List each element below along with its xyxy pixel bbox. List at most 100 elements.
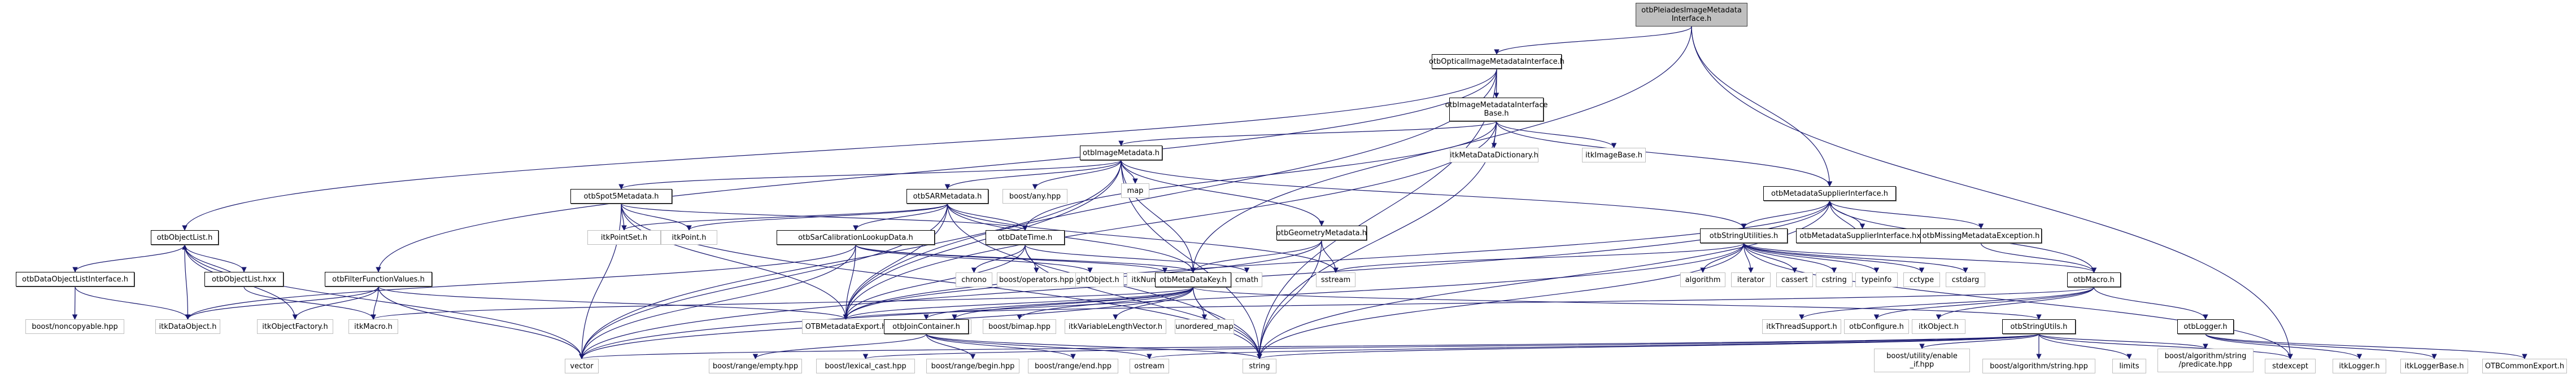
edge-geom-to-mdkey <box>1190 240 1322 273</box>
edge-msi-to-export <box>843 200 1830 320</box>
edge-strutil-to-typeinfo <box>1743 243 1880 273</box>
node-rangeend: boost/range/end.hpp <box>1028 359 1118 373</box>
node-strutils[interactable]: otbStringUtils.h <box>2002 319 2076 334</box>
node-logger[interactable]: otbLogger.h <box>2177 319 2234 334</box>
edge-macro-to-itkobj <box>1936 287 2095 320</box>
edge-datetime-to-chrono <box>971 244 1026 273</box>
node-cctype: cctype <box>1903 272 1940 287</box>
edge-root-to-optical <box>1494 26 1692 55</box>
edge-mdkey-to-joincont <box>923 287 1194 320</box>
node-spot5[interactable]: otbSpot5Metadata.h <box>570 189 672 204</box>
node-itkof: itkObjectFactory.h <box>257 319 333 334</box>
node-cmath: cmath <box>1231 272 1262 287</box>
node-boostany: boost/any.hpp <box>1002 189 1067 204</box>
edge-sar-to-export <box>843 203 948 320</box>
edge-root-to-stdexcept <box>1691 26 2293 359</box>
node-umap: unordered_map <box>1175 319 1234 334</box>
edge-imib-to-string <box>1257 121 1497 359</box>
edge-msi-to-strutil <box>1741 200 1830 229</box>
node-objlisthxx[interactable]: otbObjectList.hxx <box>204 272 284 287</box>
node-itkloggerbase: itkLoggerBase.h <box>2400 359 2468 373</box>
edge-strutil-to-cstdarg <box>1743 243 1968 273</box>
edge-sar-to-datetime <box>947 203 1028 231</box>
edge-strutil-to-cstring <box>1743 243 1837 273</box>
edge-sar-to-pointset <box>621 203 948 231</box>
node-ffv[interactable]: otbFilterFunctionValues.h <box>325 272 432 287</box>
edge-joincont-to-string <box>926 333 1262 359</box>
node-mdkey[interactable]: otbMetaDataKey.h <box>1155 272 1231 287</box>
edge-objlist-to-dolint <box>72 244 185 272</box>
edge-spot5-to-point <box>621 203 692 231</box>
edge-ffv-to-itkof <box>292 286 379 320</box>
edge-sar-to-mdkey <box>947 203 1196 273</box>
node-objlist[interactable]: otbObjectList.h <box>151 230 219 245</box>
edge-imgmeta-to-geom <box>1121 160 1324 226</box>
node-pointset: itkPointSet.h <box>587 230 661 245</box>
edge-imib-to-datetime <box>1022 121 1497 231</box>
node-ostream: ostream <box>1130 359 1169 373</box>
node-msi[interactable]: otbMetadataSupplierInterface.h <box>1763 186 1896 201</box>
node-lexcast: boost/lexical_cast.hpp <box>816 359 915 373</box>
edge-geom-to-sstream <box>1321 240 1339 273</box>
edge-macro-to-logger <box>2093 287 2208 320</box>
node-algorithm: algorithm <box>1680 272 1725 287</box>
node-dolint[interactable]: otbDataObjectListInterface.h <box>16 272 134 287</box>
edge-mdkey-to-strutils <box>1192 287 2042 320</box>
node-string: string <box>1243 359 1276 373</box>
edge-datetime-to-cmath <box>1025 244 1250 273</box>
edge-dolint-to-itkdo <box>75 286 191 320</box>
node-joincont[interactable]: otbJoinContainer.h <box>884 319 969 334</box>
edge-joincont-to-rangebegin <box>926 333 976 359</box>
node-root[interactable]: otbPleiadesImageMetadata Interface.h <box>1636 3 1747 27</box>
edge-strutils-to-lexcast <box>863 333 2039 359</box>
node-itkobj: itkObject.h <box>1912 319 1965 334</box>
node-point: itkPoint.h <box>661 230 717 245</box>
node-sarcal[interactable]: otbSarCalibrationLookupData.h <box>777 230 935 245</box>
node-imgmeta[interactable]: otbImageMetadata.h <box>1080 146 1162 160</box>
edge-logger-to-itklogger <box>2205 333 2363 359</box>
node-strutil[interactable]: otbStringUtilities.h <box>1700 228 1788 243</box>
node-sar[interactable]: otbSARMetadata.h <box>906 189 988 204</box>
edge-imib-to-itkib <box>1496 121 1617 148</box>
node-macro[interactable]: otbMacro.h <box>2067 272 2121 287</box>
edge-optical-to-objlist <box>182 68 1497 231</box>
edge-strutils-to-ostream <box>1147 333 2039 359</box>
edge-imgmeta-to-mdkey <box>1121 160 1196 273</box>
node-noncopy: boost/noncopyable.hpp <box>25 319 124 334</box>
node-optical[interactable]: otbOpticalImageMetadataInterface.h <box>1429 54 1564 69</box>
node-typeinfo: typeinfo <box>1855 272 1898 287</box>
node-itklogger: itkLogger.h <box>2333 359 2386 373</box>
node-datetime[interactable]: otbDateTime.h <box>986 230 1065 245</box>
edge-msi-to-missing <box>1829 200 1984 229</box>
edge-strutils-to-vector <box>579 333 2039 359</box>
edge-optical-to-ffv <box>376 68 1497 272</box>
node-geom[interactable]: otbGeometryMetadata.h <box>1276 226 1367 240</box>
node-missing[interactable]: otbMissingMetadataException.h <box>1920 228 2042 243</box>
edge-spot5-to-export <box>621 203 849 320</box>
edge-ffv-to-itkdo <box>185 286 379 320</box>
edge-imib-to-imgmeta <box>1118 121 1497 146</box>
node-imib[interactable]: otbImageMetadataInterface Base.h <box>1445 98 1548 121</box>
edge-sarcal-to-vector <box>579 244 856 359</box>
edge-objlist-to-vector <box>184 244 585 359</box>
edge-mdkey-to-export <box>843 287 1194 320</box>
edge-imgmeta-to-export <box>843 160 1122 320</box>
node-iterator: iterator <box>1731 272 1771 287</box>
edge-imgmeta-to-vector <box>579 160 1122 359</box>
node-itkib: itkImageBase.h <box>1582 148 1646 162</box>
edge-logger-to-commonexport <box>2205 333 2527 359</box>
edge-sarcal-to-lightobj <box>855 244 1093 273</box>
edge-strutil-to-cctype <box>1743 243 1925 273</box>
edge-joincont-to-rangeend <box>926 333 1076 359</box>
edge-strutil-to-vector <box>579 243 1745 359</box>
edge-spot5-to-vector <box>579 203 622 359</box>
edge-objlisthxx-to-itkmacro <box>243 286 376 320</box>
node-sstream: sstream <box>1316 272 1355 287</box>
node-itkmacro: itkMacro.h <box>348 319 398 334</box>
node-msihxx[interactable]: otbMetadataSupplierInterface.hxx <box>1796 228 1929 243</box>
node-itkdo: itkDataObject.h <box>155 319 220 334</box>
edge-mdkey-to-bitmap <box>1017 287 1194 320</box>
edge-logger-to-itkloggerbase <box>2205 333 2437 359</box>
edge-sarcal-to-itkdo <box>185 244 856 320</box>
